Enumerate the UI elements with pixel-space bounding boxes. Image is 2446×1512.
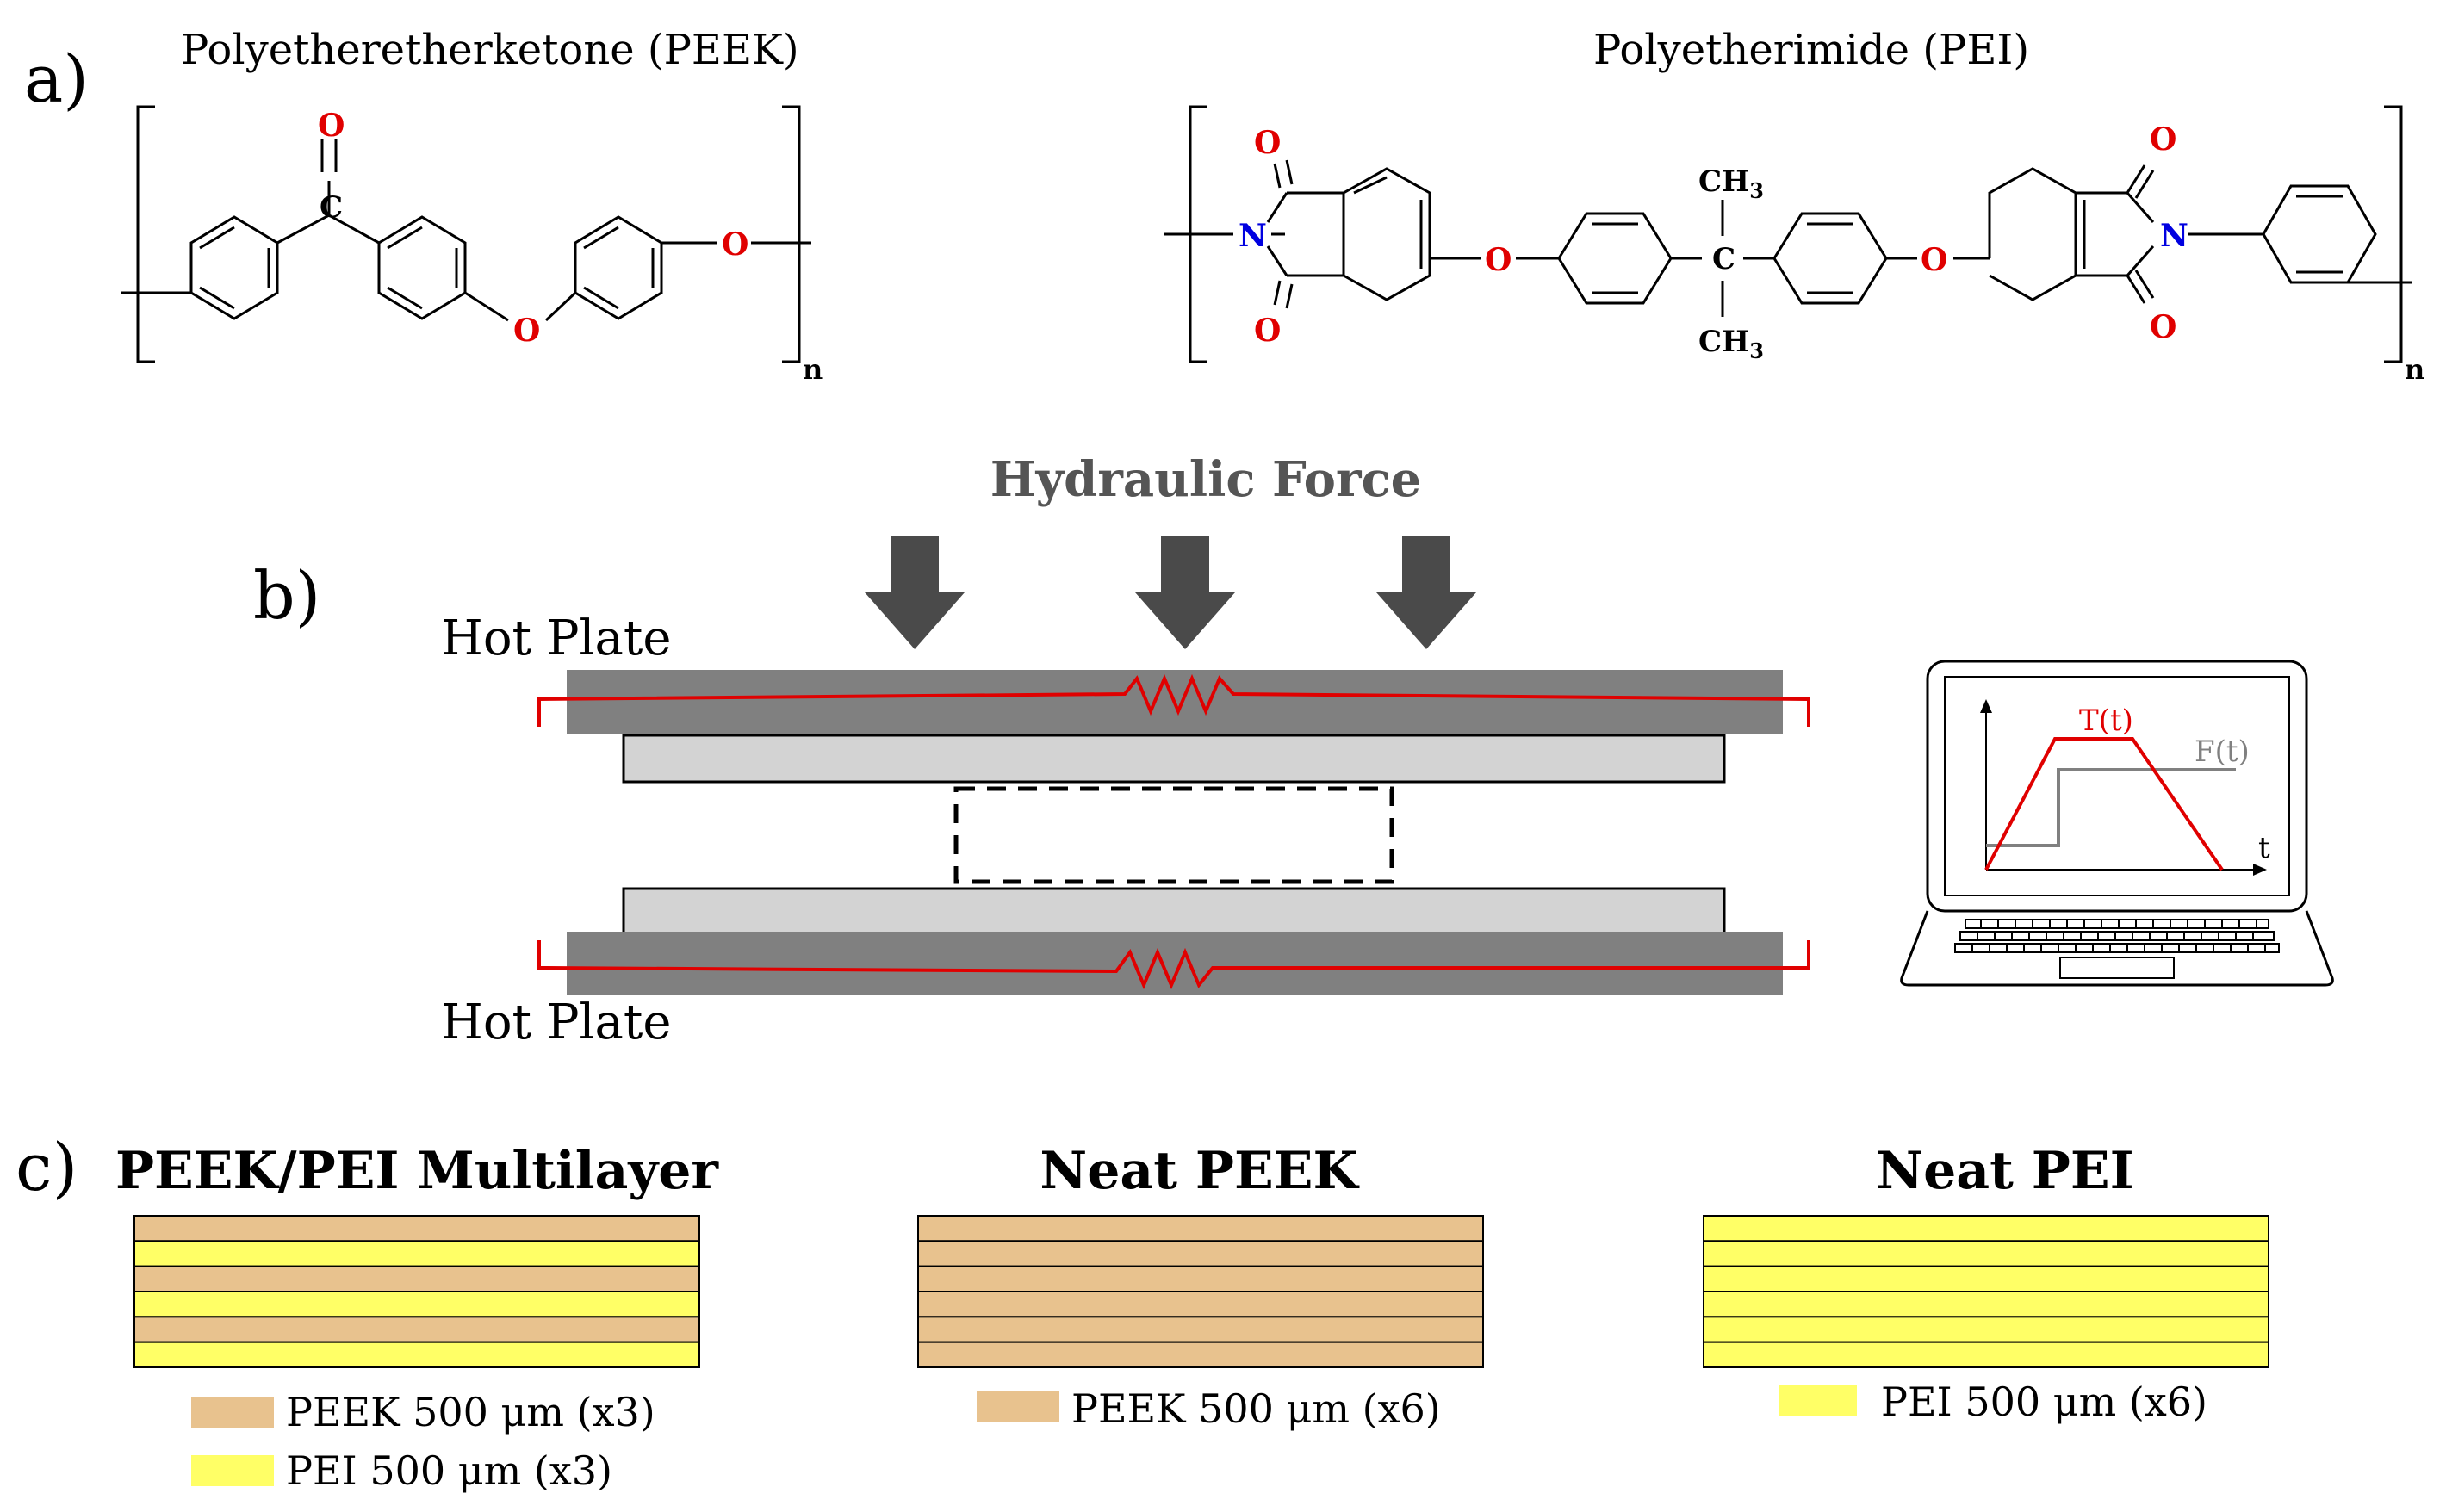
pei-repeat-n: n: [2405, 353, 2424, 386]
pei-imide-o-3: O: [2150, 121, 2176, 158]
pei-imide-n-1: N: [1239, 218, 1267, 254]
hot-plate-top-label: Hot Plate: [441, 610, 671, 666]
heater-wire-top: [537, 673, 1810, 727]
layer-peek: [133, 1265, 700, 1292]
pei-bonds: [1164, 159, 2412, 317]
legend-swatch-peek-multilayer: [191, 1397, 274, 1428]
plot-x-arrow: [2253, 864, 2267, 876]
heater-wire-bottom: [537, 940, 1810, 990]
pei-methyl-top: CH3: [1698, 164, 1764, 203]
peek-carbonyl-c: C: [320, 190, 343, 225]
pei-structure: Polyetherimide (PEI) n N O O O C CH3 CH3…: [1164, 26, 2424, 386]
pei-ether-o-1: O: [1485, 242, 1512, 278]
layer-stack-multilayer: [133, 1215, 700, 1368]
panel-label-b: b): [253, 557, 320, 634]
pei-quaternary-c: C: [1712, 242, 1735, 276]
legend-label-peek-neat: PEEK 500 μm (x6): [1071, 1385, 1441, 1432]
peek-title: Polyetheretherketone (PEEK): [181, 26, 799, 74]
layer-pei: [1703, 1265, 2269, 1292]
force-arrow-right: [1376, 536, 1476, 649]
layer-peek: [917, 1341, 1484, 1368]
laptop-base: [1900, 910, 2334, 987]
hot-plate-bottom: [567, 932, 1783, 995]
svg-text:CH3: CH3: [1698, 164, 1764, 203]
pei-methyl-bottom: CH3: [1698, 325, 1764, 363]
layer-stack-neat-peek: [917, 1215, 1484, 1368]
plot-y-arrow: [1980, 699, 1992, 713]
peek-bonds: [121, 139, 811, 322]
platen-bottom: [622, 887, 1726, 937]
legend-label-pei-multilayer: PEI 500 μm (x3): [286, 1447, 612, 1494]
layer-pei: [1703, 1240, 2269, 1267]
pei-methyl-bottom-text: CH: [1698, 325, 1749, 359]
layer-stack-neat-pei: [1703, 1215, 2269, 1368]
layer-peek: [917, 1265, 1484, 1292]
legend-swatch-pei-neat: [1779, 1385, 1857, 1416]
pei-ether-o-2: O: [1921, 242, 1947, 278]
layer-pei: [1703, 1215, 2269, 1242]
time-label: t: [2258, 831, 2270, 865]
force-arrow-left: [865, 536, 965, 649]
legend-label-peek-multilayer: PEEK 500 μm (x3): [286, 1389, 655, 1435]
layer-pei: [133, 1341, 700, 1368]
stack-title-neat-peek: Neat PEEK: [1040, 1141, 1359, 1201]
pei-imide-o-2: O: [1254, 313, 1281, 349]
svg-text:CH3: CH3: [1698, 325, 1764, 363]
layer-peek: [917, 1215, 1484, 1242]
laptop: T(t) F(t) t: [1900, 660, 2334, 987]
layer-peek: [917, 1240, 1484, 1267]
peek-right-bracket: [782, 105, 801, 363]
pei-methyl-top-text: CH: [1698, 164, 1749, 199]
layer-peek: [133, 1316, 700, 1343]
layer-pei: [133, 1291, 700, 1318]
pei-methyl-top-sub: 3: [1749, 178, 1764, 203]
panel-label-a: a): [24, 40, 89, 117]
laptop-lid: [1926, 660, 2308, 913]
legend-label-pei-neat: PEI 500 μm (x6): [1881, 1379, 2207, 1425]
layer-peek: [917, 1316, 1484, 1343]
legend-swatch-peek-neat: [977, 1391, 1059, 1422]
process-plot: T(t) F(t) t: [1980, 699, 2270, 876]
laptop-touchpad: [2059, 957, 2175, 979]
panel-label-c: c): [16, 1129, 78, 1205]
peek-ether-o-2: O: [722, 226, 748, 263]
hot-plate-bottom-label: Hot Plate: [441, 995, 671, 1050]
platen-top: [622, 734, 1726, 784]
laptop-screen: [1944, 676, 2290, 896]
hydraulic-force-title: Hydraulic Force: [990, 451, 1422, 508]
stack-neat-pei: Neat PEI PEI 500 μm (x6): [1703, 1141, 2269, 1425]
force-arrows: [865, 536, 1476, 649]
layer-peek: [917, 1291, 1484, 1318]
pei-right-bracket: [2384, 105, 2403, 363]
peek-repeat-n: n: [803, 353, 823, 386]
force-label: F(t): [2195, 734, 2250, 769]
peek-structure: Polyetheretherketone (PEEK) n O C O O: [121, 26, 823, 386]
layer-pei: [1703, 1341, 2269, 1368]
peek-carbonyl-o: O: [318, 108, 345, 144]
pei-imide-n-2: N: [2160, 218, 2188, 254]
laptop-keyboard: [1954, 919, 2280, 953]
pei-imide-o-4: O: [2150, 309, 2176, 345]
force-curve: [1986, 768, 2236, 847]
pei-title: Polyetherimide (PEI): [1593, 26, 2029, 74]
layer-pei: [133, 1240, 700, 1267]
layer-peek: [133, 1215, 700, 1242]
layer-pei: [1703, 1291, 2269, 1318]
pei-methyl-bottom-sub: 3: [1749, 338, 1764, 363]
peek-left-bracket: [136, 105, 155, 363]
force-arrow-center: [1135, 536, 1235, 649]
stack-title-neat-pei: Neat PEI: [1876, 1141, 2133, 1201]
stack-title-multilayer: PEEK/PEI Multilayer: [115, 1141, 719, 1201]
temperature-curve: [1984, 737, 2224, 871]
peek-ether-o-1: O: [513, 313, 540, 349]
layer-pei: [1703, 1316, 2269, 1343]
pei-imide-o-1: O: [1254, 125, 1281, 161]
sample-area: [953, 786, 1394, 884]
temperature-label: T(t): [2079, 703, 2133, 738]
legend-swatch-pei-multilayer: [191, 1455, 274, 1486]
stack-neat-peek: Neat PEEK PEEK 500 μm (x6): [917, 1141, 1484, 1432]
stack-multilayer: PEEK/PEI Multilayer PEEK 500 μm (x3) PEI…: [115, 1141, 719, 1494]
